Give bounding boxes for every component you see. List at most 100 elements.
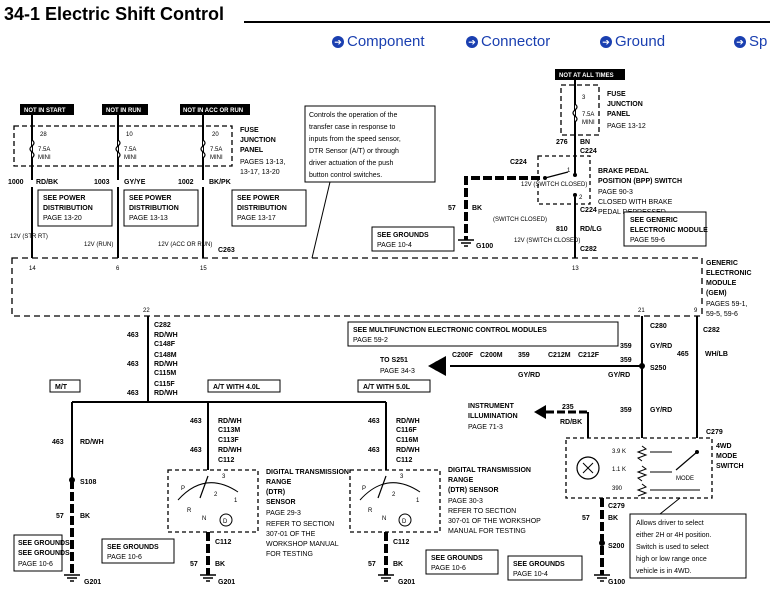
connector-c112-40-bottom: C112 bbox=[215, 539, 231, 546]
note-line-5: vehicle is in 4WD. bbox=[636, 568, 692, 575]
wire-57-color: BK bbox=[472, 205, 482, 212]
at40-wire-57-color: BK bbox=[215, 561, 225, 568]
dtr40-d-mark: D bbox=[223, 519, 228, 525]
generic-electronic-module: 14 6 15 13 22 21 9 GENERIC ELECTRONIC MO… bbox=[11, 257, 752, 318]
dtr40-1: 1 bbox=[234, 498, 238, 504]
wire-463-color-b: RD/WH bbox=[154, 361, 178, 368]
connector-c116m: C116M bbox=[396, 437, 418, 444]
see-grounds-50-2: PAGE 10-6 bbox=[431, 565, 466, 572]
not-in-run-label: NOT IN RUN bbox=[106, 108, 141, 114]
arrow-right-icon: ➔ bbox=[600, 36, 612, 48]
wire-359-color-e: GY/RD bbox=[650, 407, 672, 414]
mode-switch-3: SWITCH bbox=[716, 463, 744, 470]
multifunction-section: SEE MULTIFUNCTION ELECTRONIC CONTROL MOD… bbox=[347, 316, 728, 438]
not-in-acc-label: NOT IN ACC OR RUN bbox=[183, 108, 243, 114]
see-power-1a: SEE POWER bbox=[43, 195, 85, 202]
note-line-1: Allows driver to select bbox=[636, 520, 704, 527]
bpp-label-2: POSITION (BPP) SWITCH bbox=[598, 178, 682, 185]
see-grounds-top-1: SEE GROUNDS bbox=[377, 232, 429, 239]
splice-s200: S200 bbox=[608, 543, 624, 550]
fuse-3-number: 3 bbox=[582, 95, 586, 101]
wire-463-a: 463 bbox=[127, 332, 139, 339]
nav-splice-label: Sp bbox=[749, 33, 768, 50]
dtr40-3: 3 bbox=[222, 474, 226, 480]
connector-c279-bottom: C279 bbox=[608, 503, 625, 510]
dtr40-p: P bbox=[181, 486, 185, 492]
at40-wire-color-b: RD/WH bbox=[218, 447, 242, 454]
ground-g201-right: G201 bbox=[398, 579, 415, 586]
note-line-4: high or low range once bbox=[636, 556, 707, 563]
connector-c148f: C148F bbox=[154, 341, 176, 348]
callout-line-2: transfer case in response to bbox=[309, 124, 395, 131]
arrow-right-icon: ➔ bbox=[734, 36, 746, 48]
see-grounds-mt-2: SEE GROUNDS bbox=[18, 550, 70, 557]
wire-463-color-c: RD/WH bbox=[154, 390, 178, 397]
switch-closed-label: (SWITCH CLOSED) bbox=[493, 217, 547, 223]
resistor-390: 390 bbox=[612, 486, 623, 492]
wire-359-e: 359 bbox=[620, 407, 632, 414]
wire-359-a: 359 bbox=[620, 343, 632, 350]
connector-c224-left: C224 bbox=[510, 159, 527, 166]
wire-465-label: 465 bbox=[677, 351, 689, 358]
page-title: 34-1 Electric Shift Control bbox=[4, 4, 225, 24]
gem-label-2: ELECTRONIC bbox=[706, 270, 752, 277]
wire-359-color-a: GY/RD bbox=[650, 343, 672, 350]
connector-c113m: C113M bbox=[218, 427, 240, 434]
at50-wire-color-a: RD/WH bbox=[396, 418, 420, 425]
nav-connector-label: Connector bbox=[481, 33, 551, 50]
arrow-right-icon: ➔ bbox=[466, 36, 478, 48]
wire-276-label: 276 bbox=[556, 139, 568, 146]
mode-wire-57: 57 bbox=[582, 515, 590, 522]
nav-splice-link[interactable]: ➔Sp bbox=[734, 33, 767, 50]
dtr50-label-2: RANGE bbox=[448, 477, 474, 484]
nav-connector-link[interactable]: ➔Connector bbox=[466, 33, 550, 50]
callout-line-4: DTR Sensor (A/T) or through bbox=[309, 148, 399, 155]
see-power-2c: PAGE 13-13 bbox=[129, 215, 168, 222]
connector-c200f: C200F bbox=[452, 352, 474, 359]
dtr40-n: N bbox=[202, 516, 206, 522]
see-gem-2: ELECTRONIC MODULE bbox=[630, 227, 708, 234]
fjp-right-2: JUNCTION bbox=[607, 101, 643, 108]
wire-235-color: RD/BK bbox=[560, 419, 582, 426]
nav-ground-link[interactable]: ➔Ground bbox=[600, 33, 665, 50]
fjp-right-3: PANEL bbox=[607, 111, 631, 118]
connector-c212f: C212F bbox=[578, 352, 600, 359]
mt-wire-57-color: BK bbox=[80, 513, 90, 520]
ii-label-2: ILLUMINATION bbox=[468, 413, 518, 420]
dtr50-label-5: REFER TO SECTION bbox=[448, 508, 516, 515]
wire-276-color: BN bbox=[580, 139, 590, 146]
connector-c224-bottom: C224 bbox=[580, 207, 597, 214]
wire-463-b: 463 bbox=[127, 361, 139, 368]
ii-label-1: INSTRUMENT bbox=[468, 403, 515, 410]
nav-component-link[interactable]: ➔Component bbox=[332, 33, 425, 50]
at40-wire-color-a: RD/WH bbox=[218, 418, 242, 425]
fuse-28-type: MINI bbox=[38, 155, 51, 161]
gem-label-4: (GEM) bbox=[706, 290, 727, 297]
ground-g100-bottom: G100 bbox=[608, 579, 625, 586]
gem-pin-22: 22 bbox=[143, 308, 150, 314]
gem-pin-9: 9 bbox=[694, 308, 698, 314]
wire-1003-label: 1003 bbox=[94, 179, 110, 186]
connector-c280: C280 bbox=[650, 323, 667, 330]
dtr40-label-1: DIGITAL TRANSMISSION bbox=[266, 469, 349, 476]
at40-wire-463-b: 463 bbox=[190, 447, 202, 454]
mt-branch: 463 RD/WH S108 57 BK G201 SEE GROUNDS SE… bbox=[13, 402, 104, 586]
see-multifunction-2: PAGE 59-2 bbox=[353, 337, 388, 344]
fjp-right-1: FUSE bbox=[607, 91, 626, 98]
wire-810-label: 810 bbox=[556, 226, 568, 233]
connector-c212m: C212M bbox=[548, 352, 571, 359]
connector-c112-50-bottom: C112 bbox=[393, 539, 409, 546]
at50-wire-463-a: 463 bbox=[368, 418, 380, 425]
mode-switch-1: 4WD bbox=[716, 443, 732, 450]
gem-pin-13: 13 bbox=[572, 266, 579, 272]
mt-wire-57: 57 bbox=[56, 513, 64, 520]
wire-359-color-d: GY/RD bbox=[608, 372, 630, 379]
to-s251-label: TO S251 bbox=[380, 357, 408, 364]
dtr50-p: P bbox=[362, 486, 366, 492]
at50-wire-463-b: 463 bbox=[368, 447, 380, 454]
bpp-label-1: BRAKE PEDAL bbox=[598, 168, 649, 175]
dtr40-label-7: 307-01 OF THE bbox=[266, 531, 316, 538]
fuse-10-type: MINI bbox=[124, 155, 137, 161]
splice-s250: S250 bbox=[650, 365, 666, 372]
see-grounds-mt-1: SEE GROUNDS bbox=[18, 540, 70, 547]
